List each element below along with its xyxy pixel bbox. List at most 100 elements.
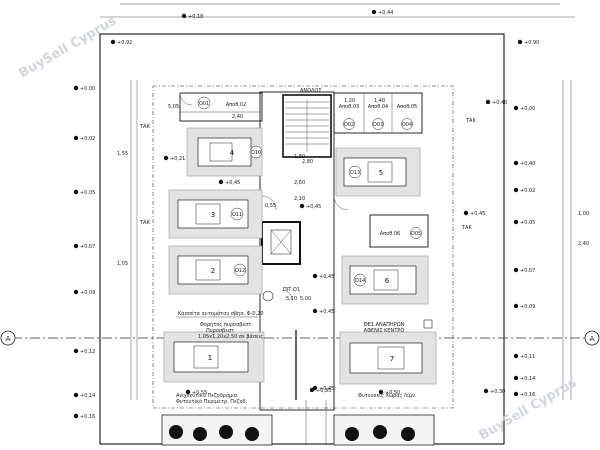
level-inner-6: +0,40 bbox=[492, 100, 507, 106]
axis-a-label-left: A bbox=[6, 335, 11, 343]
parking-number-7: 7 bbox=[390, 355, 394, 363]
level-left-5-dot bbox=[73, 348, 79, 354]
parking-bay-left-4: 4 Ο10 bbox=[186, 127, 263, 177]
level-inner-3-dot bbox=[312, 273, 318, 279]
level-top-0: +0,18 bbox=[188, 14, 203, 20]
level-inner-2: +0,45 bbox=[306, 204, 321, 210]
dimension-1: 1,80 bbox=[294, 154, 305, 160]
level-inner-11: +0,50 bbox=[385, 390, 400, 396]
level-inner-8: +0,35 bbox=[316, 388, 331, 394]
level-top-2-dot bbox=[110, 39, 116, 45]
dimension-13: 2,40 bbox=[578, 241, 589, 247]
level-inner-7-dot bbox=[463, 210, 469, 216]
parking-number-5: 5 bbox=[379, 169, 383, 177]
level-right-6: +0,11 bbox=[520, 354, 535, 360]
dimension-0: 2,40 bbox=[232, 114, 243, 120]
axis-a-label-right: A bbox=[590, 335, 595, 343]
parking-number-2: 2 bbox=[211, 267, 215, 275]
planter-left-note-2: Φυτευτικό Περιμετρ. Πεζοδ. bbox=[176, 398, 248, 405]
tak-label-1: ΤΑΚ bbox=[139, 124, 150, 130]
planter-right-note: Φυτεύσεις Χώρος Λίμν. bbox=[358, 392, 417, 399]
level-inner-4: +0,45 bbox=[319, 309, 334, 315]
level-right-5: +0,09 bbox=[520, 304, 535, 310]
planter-left-note-1: Ανιχνευτικό Πεζοδρόμιο bbox=[176, 392, 237, 399]
storage-label-mid-3: Αποθ.05 bbox=[397, 104, 418, 110]
wheelchair-icon bbox=[423, 319, 433, 329]
level-inner-10: +0,55 bbox=[192, 390, 207, 396]
level-inner-7: +0,45 bbox=[470, 211, 485, 217]
parking-bay-right-5: 5 Ο13 bbox=[335, 147, 421, 197]
level-markers-left: +0,00+0,02+0,05+0,07+0,09+0,12+0,14+0,16 bbox=[73, 85, 95, 420]
level-top-2: +0,92 bbox=[117, 40, 132, 46]
storage-label-mid-1: Αποθ.03 bbox=[339, 104, 360, 110]
level-inner-2-dot bbox=[299, 203, 305, 209]
level-inner-10-dot bbox=[185, 389, 191, 395]
parking-code-left-3: Ο12 bbox=[235, 268, 245, 274]
level-inner-11-dot bbox=[378, 389, 384, 395]
level-inner-8-dot bbox=[309, 387, 315, 393]
level-right-7-dot bbox=[513, 375, 519, 381]
level-left-2-dot bbox=[73, 189, 79, 195]
rise-label: ΑΝΟΔΟΣ bbox=[300, 88, 322, 94]
dimension-8: 2,80 bbox=[302, 159, 313, 165]
extinguisher-note-3: 1,05x1,20x2,50 σε βάσεις bbox=[198, 333, 263, 340]
level-right-3-dot bbox=[513, 219, 519, 225]
pit-symbol bbox=[262, 290, 274, 302]
level-inner-6-dot bbox=[485, 99, 491, 105]
level-right-6-dot bbox=[513, 353, 519, 359]
parking-bay-left-3: 3 Ο11 bbox=[168, 189, 263, 239]
elevator-shaft bbox=[261, 221, 301, 265]
storage-label-mid-2: Αποθ.04 bbox=[368, 104, 389, 110]
dimension-10: 1,55 bbox=[117, 151, 128, 157]
parking-bay-right-7: 7 bbox=[339, 331, 437, 385]
level-right-2: +0,02 bbox=[520, 188, 535, 194]
planter-left: Ανιχνευτικό Πεζοδρόμιο Φυτευτικό Περιμετ… bbox=[161, 392, 273, 446]
level-inner-3: +0,45 bbox=[319, 274, 334, 280]
axis-a-bubble-right bbox=[584, 330, 600, 346]
level-left-4: +0,09 bbox=[80, 290, 95, 296]
level-right-8: +0,16 bbox=[520, 392, 535, 398]
level-inner-1-dot bbox=[218, 179, 224, 185]
parking-code-left-1: Ο10 bbox=[251, 150, 261, 156]
dimension-7: 5,00 bbox=[300, 296, 311, 302]
level-markers-top: +0,18 +0,44 +0,92 +0,90 bbox=[110, 9, 539, 46]
dimension-11: 1,05 bbox=[117, 261, 128, 267]
level-left-4-dot bbox=[73, 289, 79, 295]
level-top-1: +0,44 bbox=[378, 10, 393, 16]
level-left-3-dot bbox=[73, 243, 79, 249]
parking-bay-left-2: 2 Ο12 bbox=[168, 245, 263, 295]
level-right-4: +0,07 bbox=[520, 268, 535, 274]
level-left-1: +0,02 bbox=[80, 136, 95, 142]
level-top-3-dot bbox=[517, 39, 523, 45]
parking-number-3: 3 bbox=[211, 211, 215, 219]
pit-label: ΠΙΤ.Ο1 bbox=[283, 287, 300, 293]
level-inner-5: +0,45 bbox=[319, 386, 334, 392]
level-right-3: +0,05 bbox=[520, 220, 535, 226]
storage-rooms-right: Αποθ.03 Αποθ.04 Αποθ.05 Ο02 Ο03 Ο04 bbox=[333, 92, 423, 134]
tak-label-2: ΤΑΚ bbox=[139, 220, 150, 226]
dimension-5: 1,40 bbox=[374, 98, 385, 104]
store-code-2: Ο02 bbox=[344, 122, 354, 128]
tak-label-3: ΤΑΚ bbox=[465, 118, 476, 124]
dimension-3: 2,60 bbox=[294, 180, 305, 186]
level-left-0: +0,00 bbox=[80, 86, 95, 92]
level-left-7-dot bbox=[73, 413, 79, 419]
storage-room-right: Αποθ.06 Ο05 bbox=[369, 214, 429, 248]
dimension-2: 2,10 bbox=[294, 196, 305, 202]
level-right-1-dot bbox=[513, 160, 519, 166]
level-markers-right: +0,00+0,40+0,02+0,05+0,07+0,09+0,11+0,14… bbox=[513, 105, 535, 398]
level-top-0-dot bbox=[181, 13, 187, 19]
parking-code-right-2: Ο14 bbox=[355, 278, 365, 284]
level-right-1: +0,40 bbox=[520, 161, 535, 167]
planter-right: Φυτεύσεις Χώρος Λίμν. bbox=[333, 392, 435, 446]
level-top-1-dot bbox=[371, 9, 377, 15]
level-inner-0: +0,21 bbox=[170, 156, 185, 162]
parking-bay-right-6: 6 Ο14 bbox=[341, 255, 429, 305]
store-code-3: Ο03 bbox=[373, 122, 383, 128]
level-top-3: +0,90 bbox=[524, 40, 539, 46]
level-left-6-dot bbox=[73, 392, 79, 398]
level-right-8-dot bbox=[513, 391, 519, 397]
store-code-5: Ο05 bbox=[411, 231, 421, 237]
store-code-4: Ο04 bbox=[402, 122, 412, 128]
